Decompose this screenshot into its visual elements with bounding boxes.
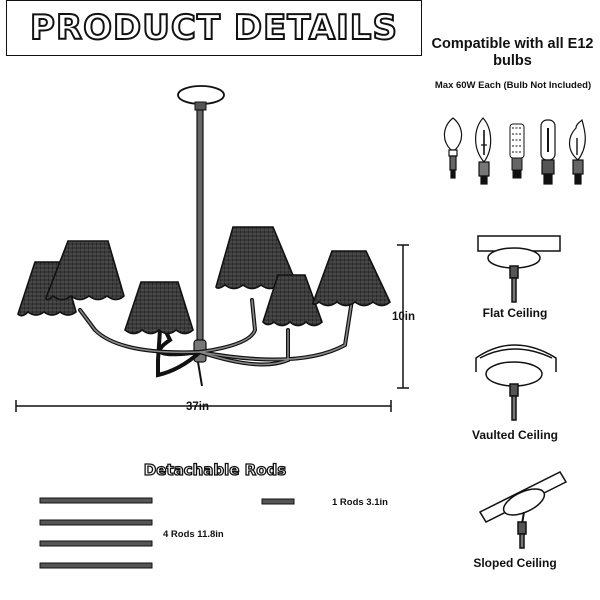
short-rod-label: 1 Rods 3.1in xyxy=(332,497,388,508)
title-banner: PRODUCT DETAILS xyxy=(6,0,422,56)
long-rod xyxy=(39,519,153,526)
long-rods-illustration xyxy=(39,497,153,569)
vaulted-ceiling-icon xyxy=(475,344,557,421)
short-rod-illustration xyxy=(261,498,295,505)
tubular-bulb-icon xyxy=(540,119,556,185)
flame-bulb-icon xyxy=(443,117,463,179)
bent-tip-bulb-icon xyxy=(568,118,586,185)
sloped-ceiling-label: Sloped Ceiling xyxy=(473,556,557,570)
long-rods-label: 4 Rods 11.8in xyxy=(163,529,224,540)
width-dimension-line xyxy=(15,400,392,412)
width-label: 37in xyxy=(186,401,210,413)
sloped-ceiling-icon xyxy=(478,471,568,549)
chandelier-drawing xyxy=(17,85,391,387)
short-rod xyxy=(261,498,295,505)
height-label: 10in xyxy=(392,311,416,323)
bulb-wattage-note: Max 60W Each (Bulb Not Included) xyxy=(434,80,592,91)
torpedo-bulb-icon xyxy=(475,117,492,185)
flat-ceiling-icon xyxy=(477,235,561,303)
corn-bulb-icon xyxy=(509,123,525,179)
bulb-compatibility-heading: Compatible with all E12 bulbs xyxy=(431,36,594,69)
page-title: PRODUCT DETAILS xyxy=(29,7,398,49)
height-dimension-line xyxy=(397,244,409,389)
detachable-rods-title: Detachable Rods xyxy=(143,460,287,479)
long-rod xyxy=(39,540,153,547)
long-rod xyxy=(39,562,153,569)
long-rod xyxy=(39,497,153,504)
vaulted-ceiling-label: Vaulted Ceiling xyxy=(471,428,558,442)
flat-ceiling-label: Flat Ceiling xyxy=(482,306,548,320)
